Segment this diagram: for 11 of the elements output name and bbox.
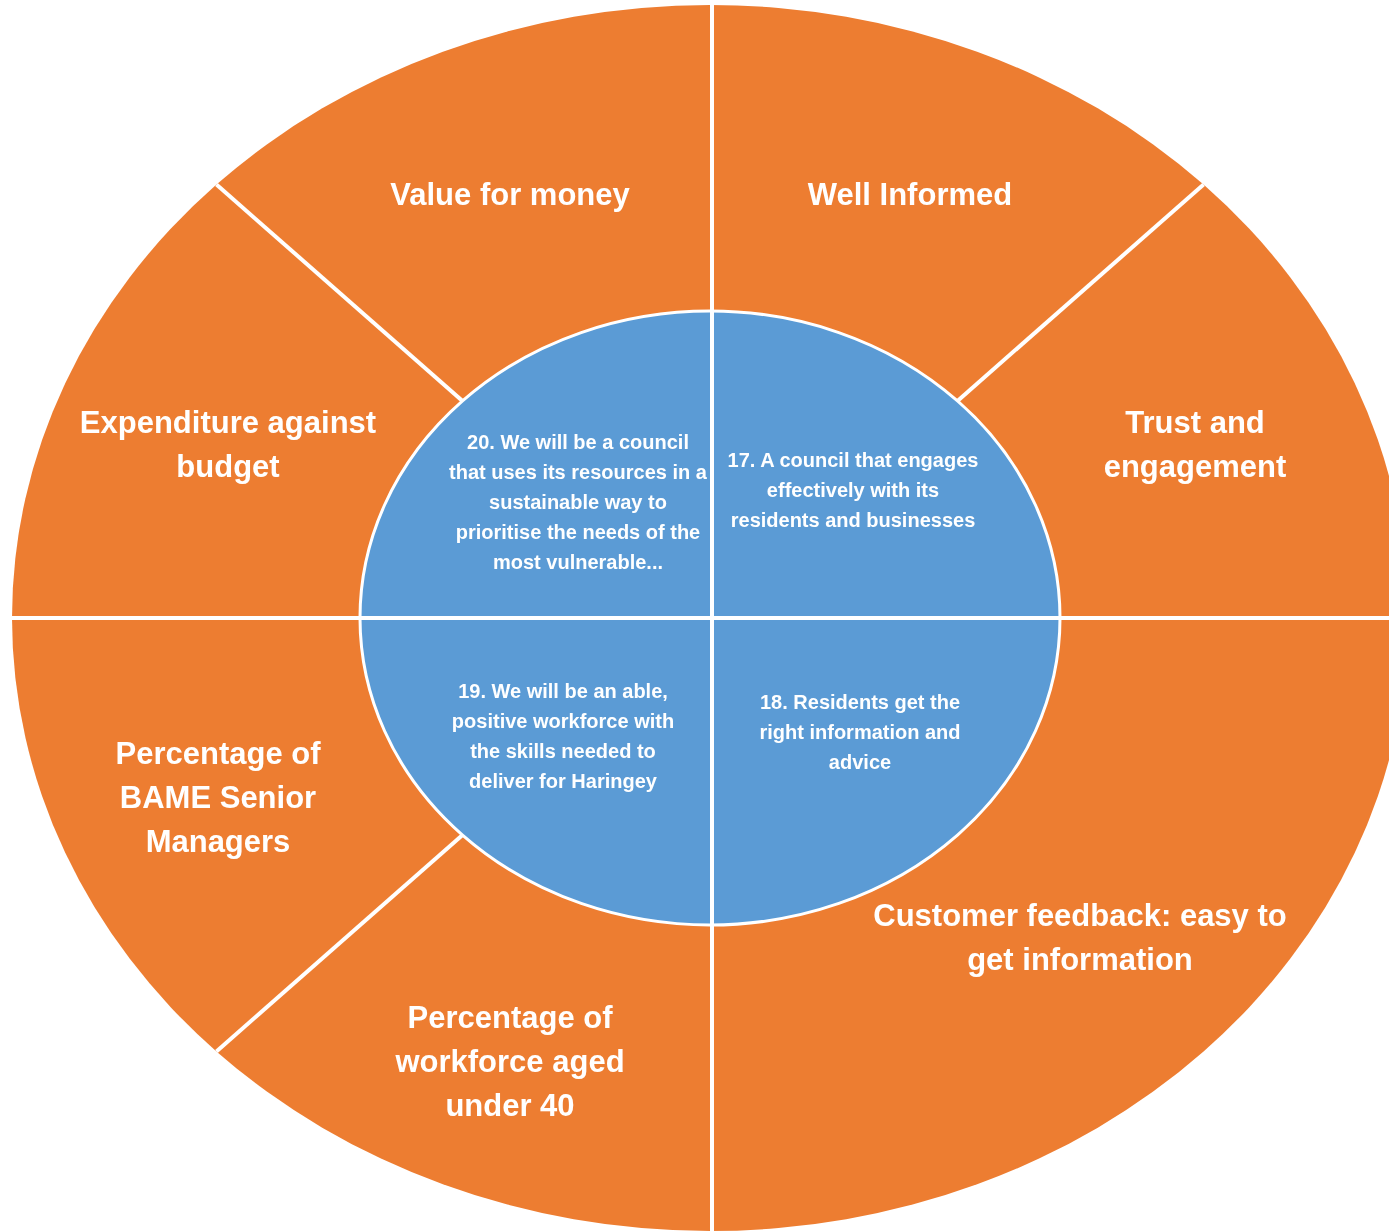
measure-label: Value for money — [330, 173, 690, 217]
measure-label: Expenditure against budget — [53, 401, 403, 489]
measure-label: Customer feedback: easy to get information — [855, 894, 1305, 982]
objective-text: 20. We will be a council that uses its resources in a sustainable way to prioritise the needs of the most vulnerable... — [447, 427, 709, 577]
measure-label: Percentage of workforce aged under 40 — [365, 996, 655, 1128]
objective-text: 17. A council that engages effectively with its residents and businesses — [722, 445, 984, 535]
measure-label: Trust and engagement — [1070, 401, 1320, 489]
measure-label: Percentage of BAME Senior Managers — [88, 732, 348, 864]
objective-text: 18. Residents get the right information and advice — [735, 687, 985, 777]
objective-text: 19. We will be an able, positive workforce with the skills needed to deliver for Haringey — [443, 676, 683, 796]
measure-label: Well Informed — [730, 173, 1090, 217]
